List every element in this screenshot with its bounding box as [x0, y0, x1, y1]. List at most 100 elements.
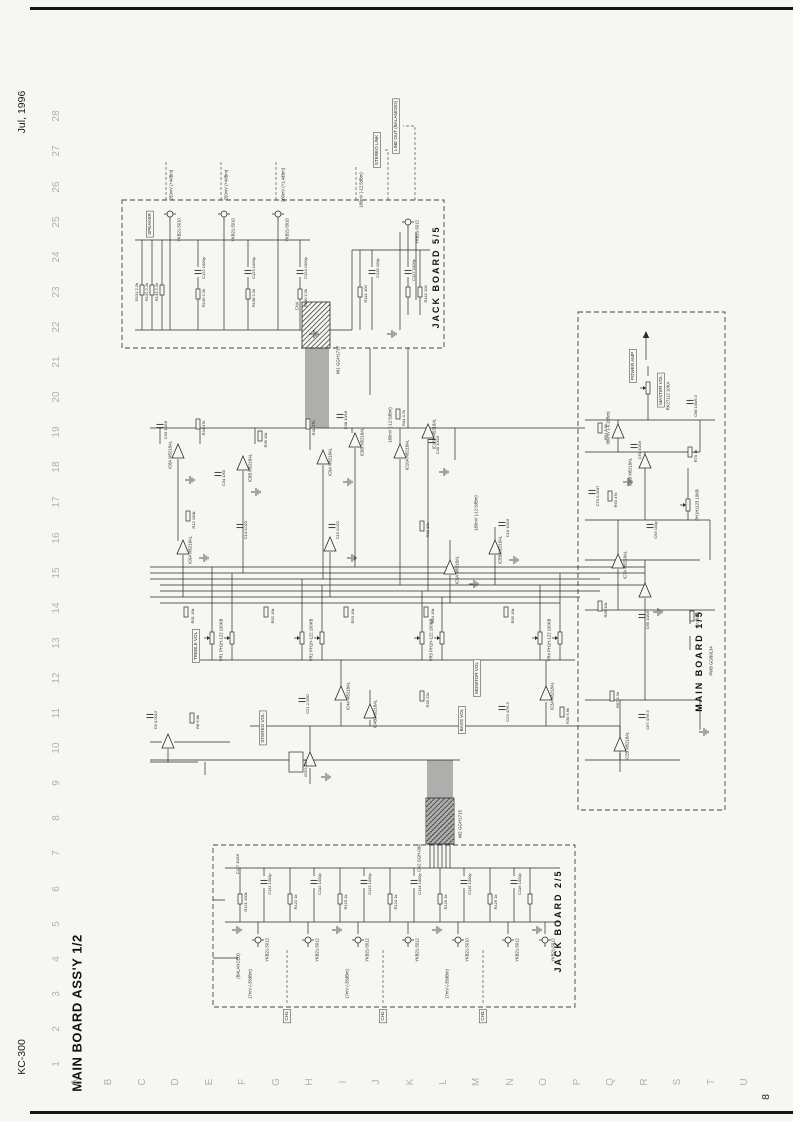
component-label: R141 100 [363, 285, 369, 303]
component-label: R53 10k [350, 608, 356, 624]
relay-icon [288, 751, 304, 773]
component-label: C23 47/6.3 [505, 702, 511, 722]
capacitor-icons [146, 269, 694, 885]
component-label: C122 1000p [201, 257, 207, 279]
board-part-number: PWB GGB9134 [708, 646, 714, 676]
dashed-links [165, 125, 484, 1005]
ic-label: IC10A M5218AL [404, 439, 410, 471]
opamp-icons [161, 423, 652, 767]
component-label: R125 1k [443, 894, 449, 910]
bass-vol-label: BASS VOL [458, 706, 466, 734]
component-label: C14 0.022 [243, 520, 249, 540]
component-label: R28 22k [425, 692, 431, 708]
ch2-label: CH2 [379, 1008, 387, 1024]
component-label: C115 1000p [467, 873, 473, 895]
component-label: R44 4.7k [401, 409, 407, 427]
stereo-vol-label: STEREO VOL [259, 710, 267, 746]
relay-label: GOG-05A [303, 759, 309, 777]
stereo-link-label: STEREO LINK [373, 132, 381, 168]
component-label: C70 0.0047 [595, 485, 601, 507]
component-label: C65 10/16 [645, 610, 651, 630]
component-label: R51 10k [190, 608, 196, 624]
jack-part-label: YKB21-5012 [264, 938, 270, 962]
signal-level-annotation: 250mV (+4dBm) [223, 169, 229, 201]
block-title-jack-board-5of5: JACK BOARD 5/5 [431, 225, 441, 329]
component-label: C126 100p [375, 258, 381, 278]
component-label: R36 10k [263, 432, 269, 448]
potentiometer-label: VR3 PH1H-122 100KB [428, 618, 434, 662]
signal-level-annotation: 17mV (-35dBm) [444, 969, 450, 999]
component-label: R123 1k [343, 894, 349, 910]
component-label: R122 1k [293, 894, 299, 910]
component-label: C68 100/6.3 [693, 395, 699, 417]
main-board-1of5-outline [577, 311, 726, 811]
component-label: C124 1000p [303, 257, 309, 279]
component-label: R67 2.2k [615, 691, 621, 709]
wires-main-board-1of5 [585, 338, 715, 761]
signal-level-annotation: 280mV (+1.4dBm) [280, 167, 286, 203]
component-label: C34 1/50 [221, 469, 227, 487]
speaker-label: SPEAKER [146, 210, 154, 238]
component-label: R142 100 [423, 285, 429, 303]
component-label: C127 1000p [411, 259, 417, 281]
component-label: C40 10/16 [435, 435, 441, 455]
ic-label: IC5B M5218AL [497, 535, 503, 565]
ic-label: IC4B M5218AL [372, 699, 378, 729]
ch1-label: CH1 [283, 1008, 291, 1024]
monitor-vol-label: MONITOR VOL [473, 659, 481, 697]
component-label: R121 100k [243, 892, 249, 912]
component-label: R52 10k [270, 608, 276, 624]
signal-level-annotation: 17mV (-35dBm) [247, 969, 253, 999]
connector-cn2-label: CN2 GGH-09A [416, 844, 422, 872]
component-label: C33 10/16 [163, 420, 169, 440]
top-rule [30, 7, 793, 10]
potentiometer-label: VR1 PH1H-122 100KB [218, 618, 224, 662]
potentiometer-label: VR2 PH1H-122 100KB [308, 618, 314, 662]
component-label: C6 0.0012 [153, 710, 159, 730]
ic-label: IC7A M5218AL [622, 550, 628, 580]
line-out-label: LINE OUT (BALANCED) [392, 98, 400, 154]
jack-part-label: YKB21-5012 [414, 220, 420, 244]
component-label: C113 1000p [367, 873, 373, 895]
component-label: R8 6.8k [195, 715, 201, 729]
component-label: R30 5.6k [565, 707, 571, 725]
component-label: R131 2.2k [134, 282, 140, 302]
component-label: R63 47k [613, 492, 619, 508]
component-label: C67 47/6.3 [645, 710, 651, 730]
bottom-rule [30, 1111, 793, 1114]
wires-jack-board-2of5 [213, 845, 560, 959]
jack-part-label: YKB21-5012 [550, 938, 556, 962]
ic-label: IC6A M5218AL [187, 535, 193, 565]
component-label: C123 1000p [251, 257, 257, 279]
component-label: C111 1000p [267, 873, 273, 895]
component-label: R61 5.6k [603, 423, 609, 441]
signal-level-annotation: 180mV (-12.5dBm) [387, 407, 393, 443]
component-label: C116 1000p [517, 873, 523, 895]
ic-label: IC8B M5218AL [247, 453, 253, 483]
component-label: R72 5.6k [695, 611, 701, 629]
w2-connector-icon [425, 797, 455, 845]
component-label: R138 2.2k [251, 288, 257, 308]
signal-level-annotation: 180mV (-12.5dBm) [473, 495, 479, 531]
ic-label: IC4A M5218AL [345, 681, 351, 711]
power-amp-arrow-icon [642, 331, 650, 338]
component-label: C117 10/16 [235, 853, 241, 875]
component-label: R41 47k [311, 420, 317, 436]
connector-cn4-label: CN4 [294, 301, 300, 311]
potentiometer-label: PH1H1123 10KB [694, 489, 700, 521]
jack-part-label: YKB21-5012 [314, 938, 320, 962]
jack-part-label: YKB21-5012 [414, 938, 420, 962]
ic-label: IC3A M5218AL [549, 681, 555, 711]
master-vol-label: MASTER VOL [657, 372, 665, 408]
jack-part-label: YKB21-5010 [176, 218, 182, 242]
component-label: R132 2.2k [144, 282, 150, 302]
component-label: R140 2.2k [303, 288, 309, 308]
component-label: C61 10/16 [637, 440, 643, 460]
component-label: C21 2.2/50 [305, 694, 311, 714]
ic-label: IC8A M5218AL [167, 440, 173, 470]
component-label: R34 47k [201, 420, 207, 436]
treble-vol-label: TREBLE VOL [192, 629, 200, 663]
component-label: R12 100k [191, 511, 197, 529]
ic-label: IC9B M5218AL [359, 427, 365, 457]
